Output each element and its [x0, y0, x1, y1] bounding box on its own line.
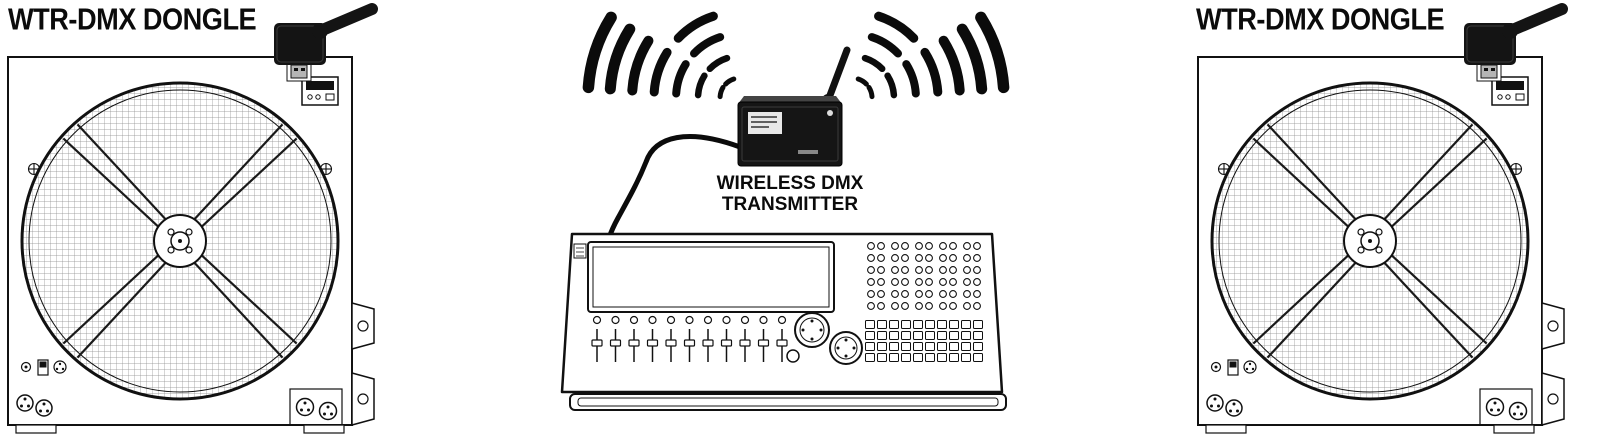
lighting-console	[560, 232, 1007, 411]
transmitter-antenna-icon	[825, 46, 851, 102]
console-faders	[588, 314, 792, 366]
console-button-grid-bottom	[864, 319, 984, 363]
wireless-waves-left-icon	[582, 11, 737, 100]
wireless-transmitter	[737, 46, 851, 167]
dmx-cable	[606, 134, 743, 241]
left-unit-label: WTR-DMX DONGLE	[8, 2, 257, 37]
console-wheels	[786, 312, 863, 365]
fan-unit-left	[8, 9, 374, 433]
transmitter-label-line1: WIRELESS DMX	[716, 173, 864, 194]
right-unit-label: WTR-DMX DONGLE	[1196, 2, 1445, 37]
transmitter-label-line2: TRANSMITTER	[721, 194, 859, 215]
fan-unit-right	[1198, 9, 1564, 433]
wireless-waves-right-icon	[855, 11, 1010, 100]
console-button-grid-top	[864, 240, 984, 312]
transmitter-label: WIRELESS DMX TRANSMITTER	[690, 173, 890, 215]
